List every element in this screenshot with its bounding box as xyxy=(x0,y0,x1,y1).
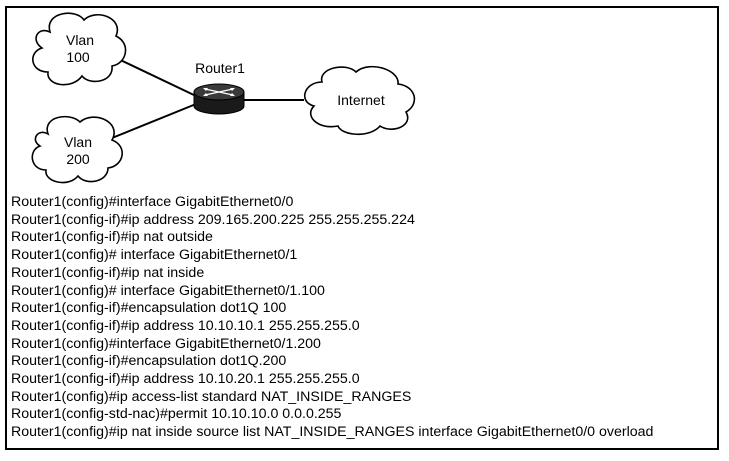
config-line: Router1(config-if)#ip address 10.10.20.1… xyxy=(11,371,360,388)
internet-cloud-icon: Internet xyxy=(303,65,416,136)
config-line: Router1(config-std-nac)#permit 10.10.10.… xyxy=(11,406,342,423)
config-line: Router1(config-if)#ip nat outside xyxy=(11,229,213,246)
vlan-200-label-line1: Vlan xyxy=(64,134,92,150)
vlan-200-cloud-icon: Vlan 200 xyxy=(31,115,123,184)
config-line: Router1(config-if)#ip address 10.10.10.1… xyxy=(11,317,360,334)
router-label: Router1 xyxy=(195,60,245,76)
config-line: Router1(config-if)#ip nat inside xyxy=(11,264,205,281)
config-line: Router1(config)# interface GigabitEthern… xyxy=(11,247,298,264)
link-vlan200-router xyxy=(111,103,197,139)
config-line: Router1(config-if)#ip address 209.165.20… xyxy=(11,211,415,228)
vlan-100-cloud-icon: Vlan 100 xyxy=(32,12,127,86)
vlan-100-label-line1: Vlan xyxy=(66,32,94,48)
config-line: Router1(config)#interface GigabitEtherne… xyxy=(11,194,294,210)
config-line: Router1(config-if)#encapsulation dot1Q 1… xyxy=(11,300,287,317)
internet-label: Internet xyxy=(337,92,385,108)
network-diagram: Vlan 100 Vlan 200 Router1 Internet xyxy=(31,12,416,184)
config-line: Router1(config)#ip access-list standard … xyxy=(11,388,412,405)
vlan-100-label-line2: 100 xyxy=(66,49,90,65)
config-line: Router1(config)#ip nat inside source lis… xyxy=(11,424,654,441)
config-line: Router1(config-if)#encapsulation dot1Q.2… xyxy=(11,353,287,370)
vlan-200-label-line2: 200 xyxy=(66,151,90,167)
link-vlan100-router xyxy=(111,55,197,97)
config-line: Router1(config)#interface GigabitEtherne… xyxy=(11,335,321,352)
diagram-frame xyxy=(5,6,719,450)
router-config-listing: Router1(config)#interface GigabitEtherne… xyxy=(11,194,653,442)
config-line: Router1(config)# interface GigabitEthern… xyxy=(11,282,325,299)
router-icon xyxy=(193,83,245,115)
